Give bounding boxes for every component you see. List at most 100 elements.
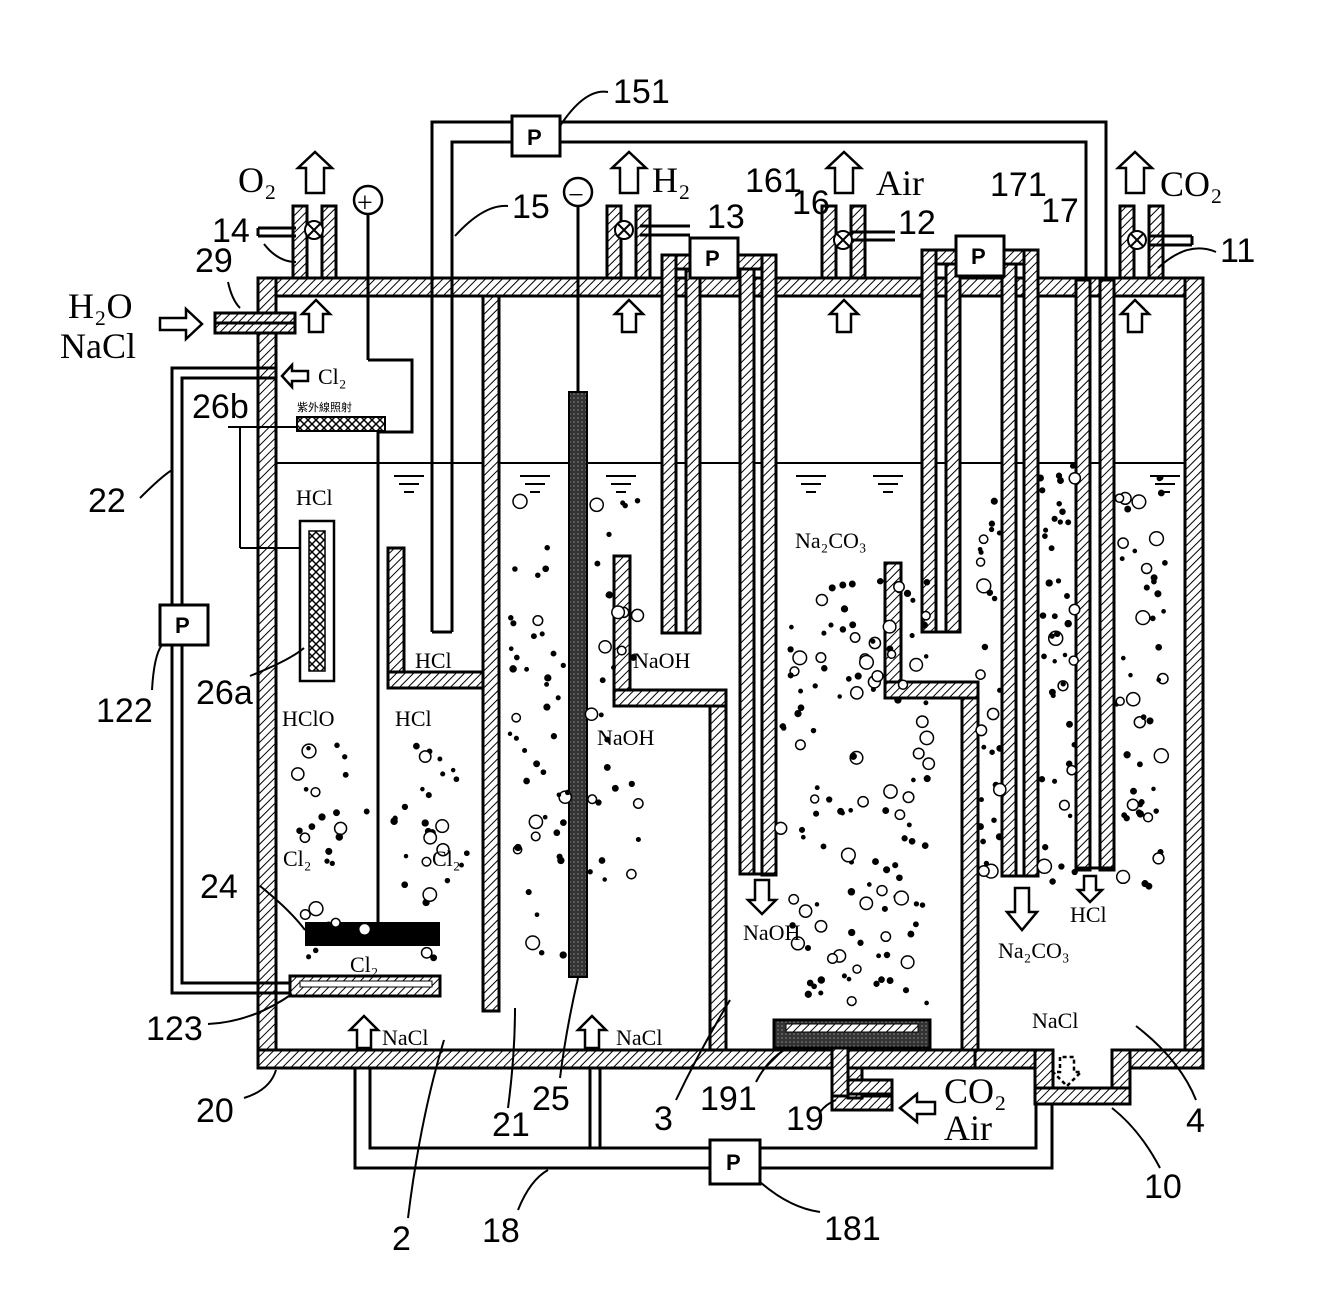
ref-21: 21 [492,1106,530,1144]
ref-151: 151 [613,73,670,111]
bubble [979,551,983,555]
bubble [511,621,516,626]
bubble [629,782,634,787]
bubble [808,980,813,985]
bubble [901,956,914,969]
bubble [1153,853,1164,864]
bubble [851,687,863,699]
bubble [850,753,856,759]
bubble [1060,800,1070,810]
bubble [910,634,914,638]
ref-3: 3 [654,1100,673,1138]
bubble [796,740,806,750]
bubble [1053,660,1056,663]
bubble [922,612,930,620]
bubble [365,809,369,813]
bubble [297,828,302,833]
bubble [423,888,436,901]
bubble [544,704,550,710]
bubble [1152,787,1155,790]
bubble [869,637,880,648]
bubble [623,504,627,508]
svg-text:紫外線照射: 紫外線照射 [297,400,352,414]
bubble [985,862,989,866]
bubble [1163,561,1167,565]
bubble [607,533,611,537]
bubble [887,978,892,983]
bubble [1052,517,1057,522]
bubble [326,849,332,855]
bubble [612,606,625,619]
bubble [842,606,848,612]
bubble [403,805,408,810]
ref-25: 25 [532,1080,570,1118]
bubble [531,832,540,841]
bubble [897,875,902,880]
bubble [601,678,605,682]
bubble [860,897,872,909]
bubble [871,640,875,644]
bubble [840,582,845,587]
label-o2: O₂ [238,160,277,200]
bubble [924,701,927,704]
pump-161[interactable]: P [690,238,738,278]
inlet-tube-29 [215,313,295,333]
diffuser-123 [290,976,440,996]
bubble [1041,613,1046,618]
ref-26b: 26b [192,388,249,426]
bubble [800,905,812,917]
bubble [292,768,304,780]
bubble [543,566,548,571]
outlet-valve-12[interactable] [822,206,895,278]
bubble [858,940,863,945]
bubble [342,929,347,934]
outlet-valve-14[interactable] [258,206,336,278]
bubble [819,991,823,995]
bubble [800,828,805,833]
bubble [976,670,985,679]
bubble [1046,580,1052,586]
bubble [904,988,909,993]
label-na2co3-top: Na₂CO₃ [795,528,867,553]
bubble [1055,632,1060,637]
bubble [1051,694,1055,698]
bubble [513,494,527,508]
pump-181[interactable]: P [710,1140,760,1184]
bubble [558,858,564,864]
label-h2: H₂ [652,160,691,200]
bubble [336,834,342,840]
bubble [590,498,603,511]
bubble [301,910,311,920]
bubble [588,795,597,804]
bubble [1044,528,1048,532]
bubble [910,839,915,844]
bubble [526,936,540,950]
bubble [634,799,643,808]
bubble [535,913,538,916]
bubble [326,922,330,926]
bubble [849,809,852,812]
bubble [422,948,432,958]
bubble [1042,654,1046,658]
bubble [788,673,793,678]
bubble [585,708,597,720]
bubble [885,953,890,958]
bubble [998,531,1002,535]
bubble [915,902,919,906]
pump-171[interactable]: P [956,236,1004,276]
bubble [438,757,441,760]
bubble [1142,564,1152,574]
bubble [847,997,856,1006]
bubble [599,641,611,653]
bubble [923,843,928,848]
outlet-valve-11[interactable] [1120,206,1192,278]
bubble [532,634,536,638]
pump-151[interactable]: P [512,116,560,156]
bubble [788,647,793,652]
bubble [905,591,911,597]
pump-122[interactable]: P [160,605,208,645]
label-hclo: HClO [282,706,335,731]
ref-15: 15 [512,188,550,226]
ref-10: 10 [1144,1168,1182,1206]
bubble [802,836,805,839]
